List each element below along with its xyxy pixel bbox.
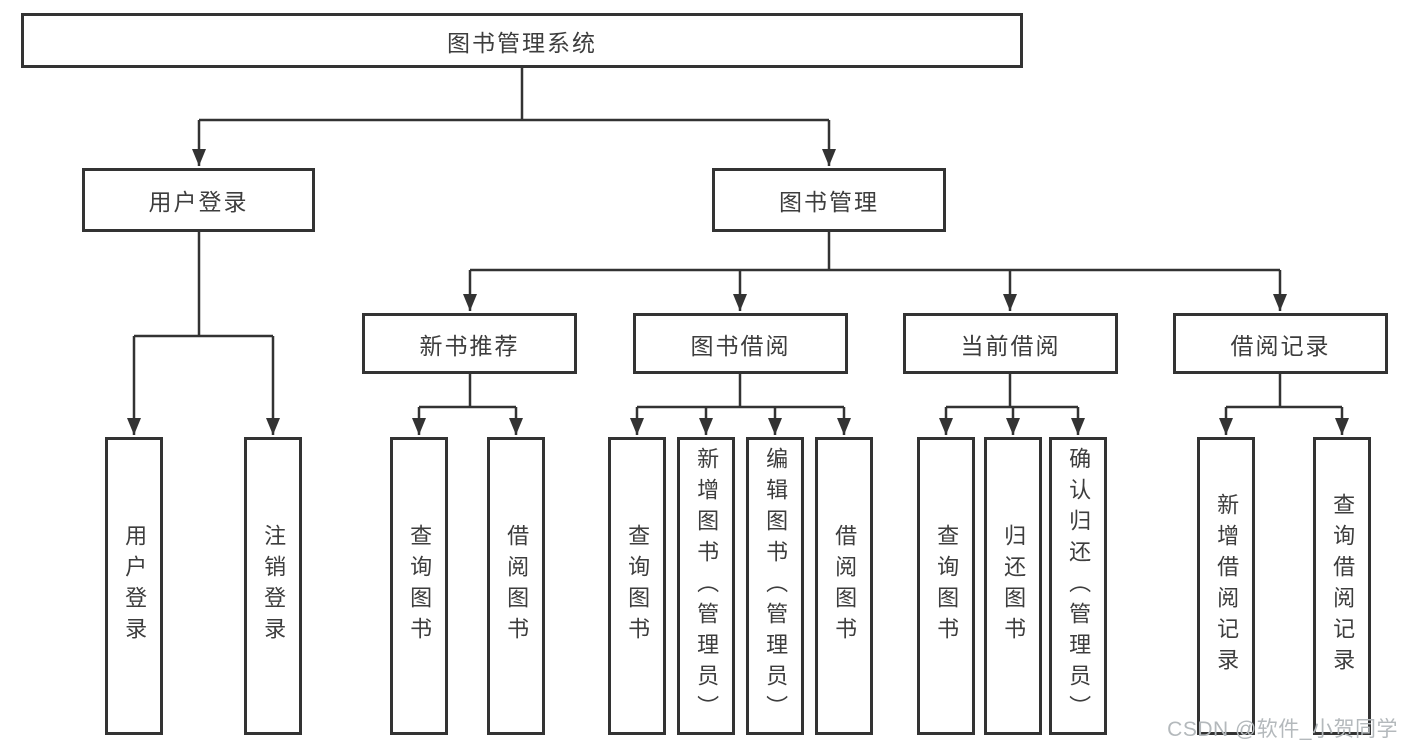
leaf-add-borrow-record-label: 新增借阅记录 xyxy=(1214,493,1240,679)
leaf-query-borrow-record: 查询借阅记录 xyxy=(1313,437,1371,735)
node-book-management-label: 图书管理 xyxy=(779,189,879,215)
connector-new-book-children xyxy=(412,374,523,435)
leaf-query-books-recommend: 查询图书 xyxy=(390,437,448,735)
node-new-book-recommend: 新书推荐 xyxy=(362,313,577,374)
leaf-borrow-books: 借阅图书 xyxy=(815,437,873,735)
leaf-logout-label: 注销登录 xyxy=(261,524,287,648)
node-book-management: 图书管理 xyxy=(712,168,946,232)
leaf-borrow-books-label: 借阅图书 xyxy=(832,524,858,648)
leaf-borrow-books-recommend: 借阅图书 xyxy=(487,437,545,735)
leaf-add-book-admin-label: 新增图书（管理员） xyxy=(694,446,720,726)
node-library-system-label: 图书管理系统 xyxy=(447,29,597,56)
node-book-borrow: 图书借阅 xyxy=(633,313,848,374)
csdn-watermark: CSDN @软件_小贺同学 xyxy=(1167,718,1398,741)
node-book-borrow-label: 图书借阅 xyxy=(690,332,791,359)
leaf-borrow-books-recommend-label: 借阅图书 xyxy=(504,524,530,648)
leaf-query-books-current: 查询图书 xyxy=(917,437,975,735)
leaf-user-login-label: 用户登录 xyxy=(122,524,148,648)
leaf-query-borrow-record-label: 查询借阅记录 xyxy=(1330,493,1356,679)
node-borrow-records: 借阅记录 xyxy=(1173,313,1388,374)
leaf-return-books: 归还图书 xyxy=(984,437,1042,735)
node-current-borrow: 当前借阅 xyxy=(903,313,1118,374)
leaf-query-books-recommend-label: 查询图书 xyxy=(407,524,433,648)
leaf-query-books-current-label: 查询图书 xyxy=(934,524,960,648)
leaf-add-book-admin: 新增图书（管理员） xyxy=(677,437,735,735)
node-new-book-recommend-label: 新书推荐 xyxy=(419,332,520,359)
node-borrow-records-label: 借阅记录 xyxy=(1230,332,1331,359)
connector-current-borrow-children xyxy=(939,374,1085,435)
connector-root-to-level2 xyxy=(192,68,836,166)
leaf-query-books-borrow-label: 查询图书 xyxy=(625,524,651,648)
node-current-borrow-label: 当前借阅 xyxy=(960,332,1061,359)
connector-book-borrow-children xyxy=(630,374,851,435)
leaf-confirm-return-admin: 确认归还（管理员） xyxy=(1049,437,1107,735)
leaf-edit-book-admin: 编辑图书（管理员） xyxy=(746,437,804,735)
node-user-login: 用户登录 xyxy=(82,168,315,232)
leaf-logout: 注销登录 xyxy=(244,437,302,735)
connector-borrow-records-children xyxy=(1219,374,1349,435)
leaf-user-login: 用户登录 xyxy=(105,437,163,735)
leaf-edit-book-admin-label: 编辑图书（管理员） xyxy=(763,446,789,726)
leaf-return-books-label: 归还图书 xyxy=(1001,524,1027,648)
leaf-confirm-return-admin-label: 确认归还（管理员） xyxy=(1066,446,1092,726)
node-user-login-label: 用户登录 xyxy=(148,189,249,215)
node-library-system: 图书管理系统 xyxy=(21,13,1023,68)
leaf-add-borrow-record: 新增借阅记录 xyxy=(1197,437,1255,735)
connector-book-management-children xyxy=(463,232,1287,311)
leaf-query-books-borrow: 查询图书 xyxy=(608,437,666,735)
connector-user-login-children xyxy=(127,232,280,435)
